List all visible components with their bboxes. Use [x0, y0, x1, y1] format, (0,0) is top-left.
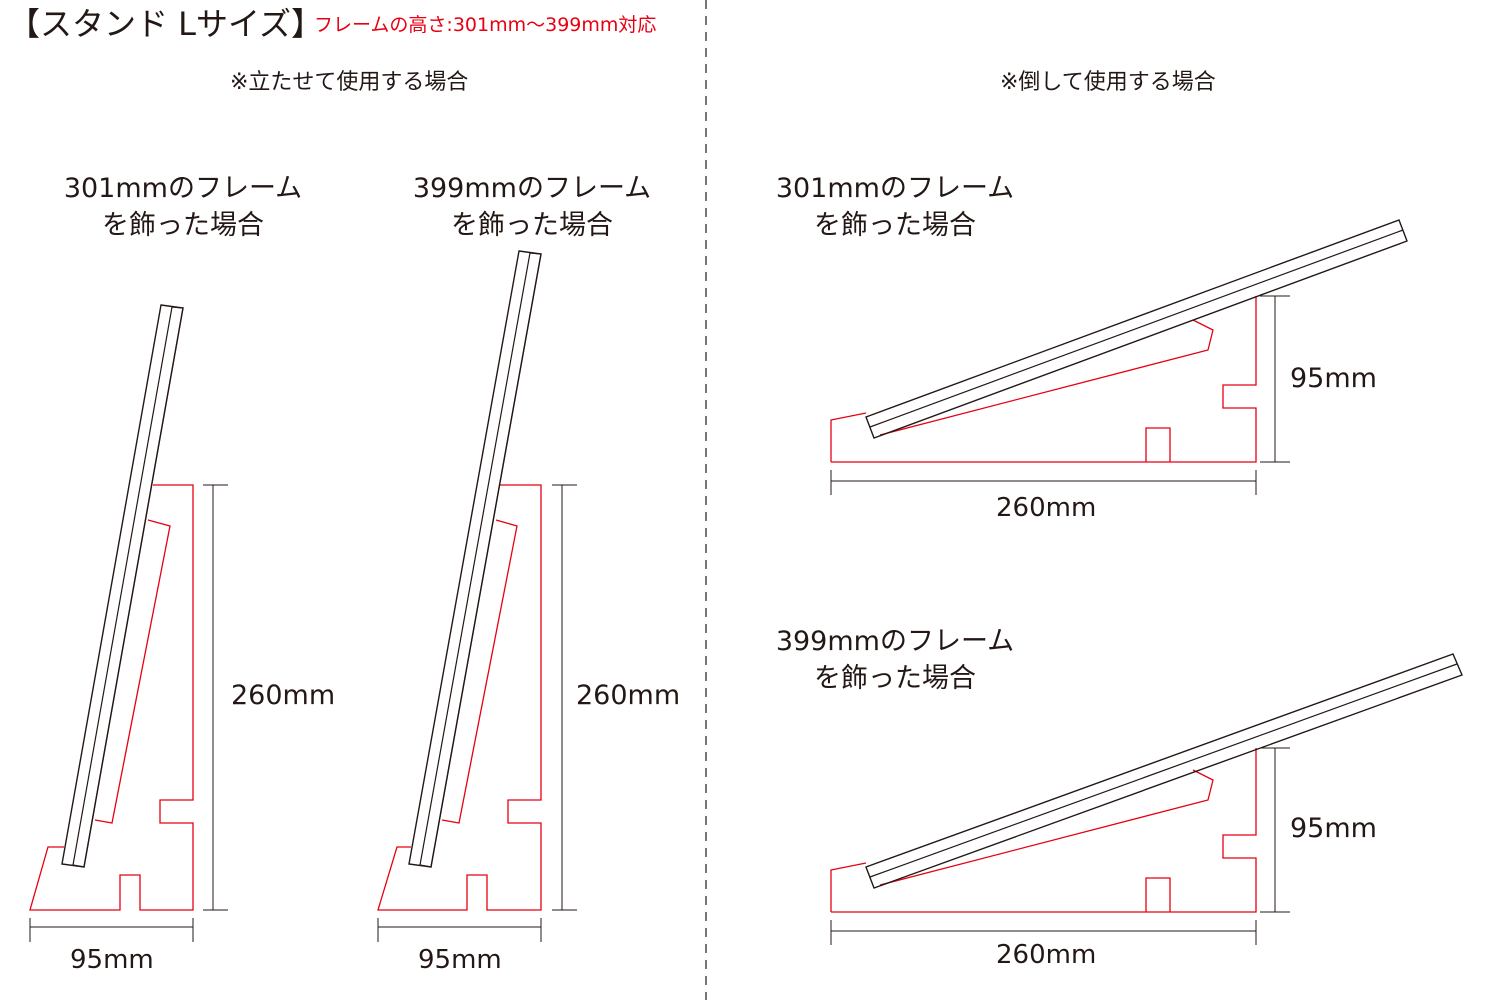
caption-line-1: 399mmのフレーム	[775, 626, 1015, 657]
stand-outline	[830, 748, 1257, 913]
caption-line-2: を飾った場合	[451, 210, 613, 241]
stand-outline	[29, 484, 194, 911]
width-dimension-label: 95mm	[418, 945, 502, 975]
panel-caption: 301mmのフレーム を飾った場合	[745, 170, 1045, 244]
caption-line-1: 399mmのフレーム	[412, 173, 652, 204]
panel-caption: 301mmのフレーム を飾った場合	[33, 170, 333, 244]
caption-line-1: 301mmのフレーム	[775, 173, 1015, 204]
panel-reclined-301	[830, 219, 1408, 495]
height-dimension-label: 95mm	[1290, 813, 1377, 844]
stand-outline	[377, 484, 542, 911]
frame-inner	[72, 306, 184, 868]
panel-upright-301	[29, 304, 228, 942]
frame-height-note: フレームの高さ:301mm〜399mm対応	[314, 14, 657, 36]
width-dimension-label: 260mm	[996, 940, 1097, 970]
frame-outer	[865, 653, 1463, 889]
section-heading-reclined: ※倒して使用する場合	[1000, 70, 1216, 95]
caption-line-2: を飾った場合	[814, 210, 976, 241]
frame-inner	[869, 663, 1458, 878]
panel-caption: 399mmのフレーム を飾った場合	[745, 623, 1045, 697]
panel-reclined-399	[830, 653, 1463, 945]
height-dimension-label: 95mm	[1290, 363, 1377, 394]
caption-line-2: を飾った場合	[814, 663, 976, 694]
section-heading-upright: ※立たせて使用する場合	[230, 70, 469, 95]
width-dimension-label: 260mm	[996, 493, 1097, 523]
caption-line-2: を飾った場合	[102, 210, 264, 241]
panel-upright-399	[377, 250, 577, 942]
frame-inner	[869, 229, 1404, 428]
panel-caption: 399mmのフレーム を飾った場合	[382, 170, 682, 244]
width-dimension-label: 95mm	[70, 945, 154, 975]
height-dimension-label: 260mm	[576, 680, 681, 711]
frame-outer	[865, 219, 1408, 439]
height-dimension-label: 260mm	[231, 680, 336, 711]
caption-line-1: 301mmのフレーム	[63, 173, 303, 204]
frame-inner	[419, 252, 542, 868]
page-title: 【スタンド Lサイズ】	[8, 5, 324, 43]
stand-outline	[830, 296, 1257, 463]
